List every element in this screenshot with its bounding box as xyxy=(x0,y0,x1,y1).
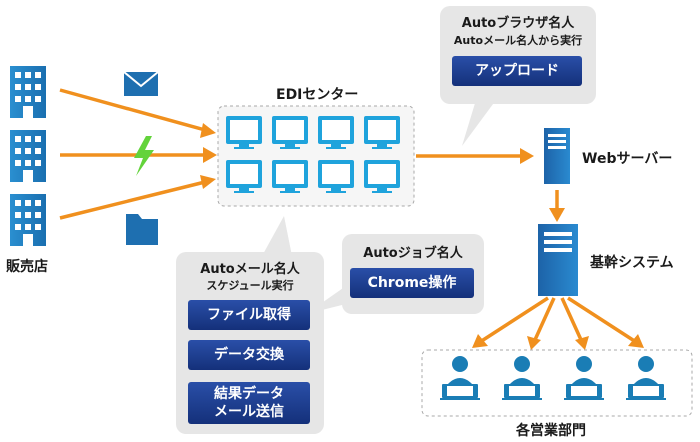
arrow-retail-1 xyxy=(59,88,206,132)
step-mail-send-line: メール送信 xyxy=(214,404,284,420)
job-callout-title: Autoジョブ名人 xyxy=(363,246,463,261)
mail-callout-title: Autoメール名人 xyxy=(200,262,300,277)
user-pc-icon xyxy=(502,356,542,400)
arrowhead xyxy=(575,336,589,350)
building-icon xyxy=(10,66,46,118)
arrow-to-dept-2 xyxy=(532,297,556,343)
mail-callout-subtitle: スケジュール実行 xyxy=(206,279,294,292)
upload-button: アップロード xyxy=(452,56,582,86)
step-file-fetch: ファイル取得 xyxy=(188,300,310,330)
server-icon xyxy=(544,128,570,184)
edi-monitors xyxy=(226,116,400,193)
folder-icon xyxy=(126,214,158,245)
arrowhead xyxy=(203,147,217,163)
arrow-to-dept-3 xyxy=(560,297,584,343)
user-pc-icon xyxy=(440,356,480,400)
departments-label: 各営業部門 xyxy=(516,423,586,439)
arrowhead xyxy=(200,175,216,189)
step-result-mail: 結果データ メール送信 xyxy=(188,382,310,424)
step-data-exchange: データ交換 xyxy=(188,340,310,370)
arrowhead xyxy=(520,148,534,164)
server-icon xyxy=(538,224,578,296)
arrow-to-dept-4 xyxy=(567,296,637,344)
arrowhead xyxy=(472,334,488,348)
browser-callout-subtitle: Autoメール名人から実行 xyxy=(453,34,583,47)
edi-center-label: EDIセンター xyxy=(276,87,359,103)
arrowhead xyxy=(527,336,541,350)
lightning-icon xyxy=(134,136,154,176)
step-result-data-line: 結果データ xyxy=(214,386,284,402)
user-pc-icon xyxy=(626,356,666,400)
chrome-operation-button: Chrome操作 xyxy=(350,268,474,298)
departments-users xyxy=(440,356,666,400)
retail-label: 販売店 xyxy=(6,259,48,275)
browser-callout-title: Autoブラウザ名人 xyxy=(461,16,575,31)
building-icon xyxy=(10,194,46,246)
arrow-retail-3 xyxy=(59,180,206,220)
user-pc-icon xyxy=(564,356,604,400)
core-system-label: 基幹システム xyxy=(590,255,674,271)
arrowhead xyxy=(549,208,565,222)
arrowhead xyxy=(200,123,216,138)
arrowhead xyxy=(628,334,644,348)
building-icon xyxy=(10,130,46,182)
arrow-to-dept-1 xyxy=(479,296,549,344)
web-server-label: Webサーバー xyxy=(582,151,673,167)
mail-icon xyxy=(123,71,159,96)
departments-box xyxy=(421,349,693,417)
